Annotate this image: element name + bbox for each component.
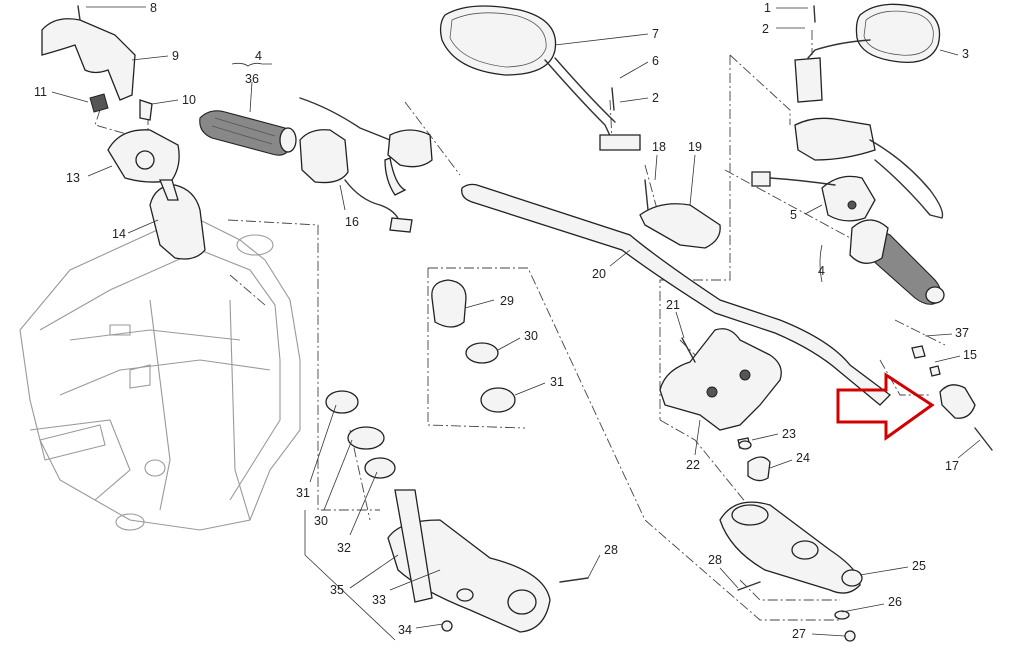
- callout-label: 15: [963, 348, 977, 362]
- callout-label: 28: [708, 553, 722, 567]
- left-grip: [199, 110, 297, 156]
- screw-8: [77, 5, 81, 21]
- callout-label: 37: [955, 326, 969, 340]
- callout-label: 33: [372, 593, 386, 607]
- callout-label: 7: [652, 27, 659, 41]
- callout-label: 1: [764, 1, 771, 15]
- callout-label: 13: [66, 171, 80, 185]
- bearing-set: [325, 279, 516, 479]
- callout-label: 20: [592, 267, 606, 281]
- callout-label: 9: [172, 49, 179, 63]
- frame-illustration: [19, 214, 301, 531]
- callout-label: 14: [112, 227, 126, 241]
- callout-label: 30: [314, 514, 328, 528]
- callout-label: 19: [688, 140, 702, 154]
- callout-label: 35: [330, 583, 344, 597]
- callout-label: 34: [398, 623, 412, 637]
- callout-label: 32: [337, 541, 351, 555]
- callout-label: 21: [666, 298, 680, 312]
- callout-label: 2: [762, 22, 769, 36]
- callout-label: 10: [182, 93, 196, 107]
- callout-label: 11: [34, 85, 47, 99]
- grommet: [89, 93, 109, 113]
- callout-label: 29: [500, 294, 514, 308]
- clutch-lever: [299, 97, 433, 196]
- ignition-cover: [107, 129, 180, 183]
- callout-label: 25: [912, 559, 926, 573]
- callout-label: 4: [255, 49, 262, 63]
- callout-label: 2: [652, 91, 659, 105]
- bar-end-weight: [911, 345, 976, 419]
- callout-label: 31: [296, 486, 310, 500]
- callout-label: 27: [792, 627, 806, 641]
- triple-clamp-right: [719, 437, 863, 594]
- callout-label: 17: [945, 459, 959, 473]
- callout-label: 6: [652, 54, 659, 68]
- bolts: [441, 5, 993, 642]
- callout-label: 5: [790, 208, 797, 222]
- handlebar-clamp: [639, 179, 721, 249]
- mirror-right: [794, 3, 941, 103]
- callout-label: 24: [796, 451, 810, 465]
- callout-label: 23: [782, 427, 796, 441]
- right-switch-block: [751, 171, 876, 222]
- callout-label: 22: [686, 458, 700, 472]
- callout-labels: 1 2 3 4 5 6 2 7 8 9 10 11 13 14 4 36 16 …: [34, 1, 977, 641]
- callout-label: 8: [150, 1, 157, 15]
- left-switch-block: [299, 129, 413, 233]
- brake-lever: [794, 117, 944, 219]
- callout-label: 31: [550, 375, 564, 389]
- right-grip: [849, 219, 945, 305]
- callout-label: 18: [652, 140, 666, 154]
- callout-label: 28: [604, 543, 618, 557]
- highlight-arrow: [836, 372, 935, 441]
- callout-label: 16: [345, 215, 359, 229]
- mirror-left: [439, 5, 641, 151]
- screw-10: [139, 99, 153, 121]
- callout-label: 30: [524, 329, 538, 343]
- switch-cover: [41, 18, 136, 101]
- riser-bracket: [659, 328, 782, 431]
- callout-label: 4: [818, 264, 825, 278]
- leader-lines: [51, 6, 981, 641]
- triple-clamp-left: [387, 489, 551, 633]
- callout-label: 36: [245, 72, 259, 86]
- callout-label: 26: [888, 595, 902, 609]
- callout-label: 3: [962, 47, 969, 61]
- ignition-lock: [149, 179, 206, 260]
